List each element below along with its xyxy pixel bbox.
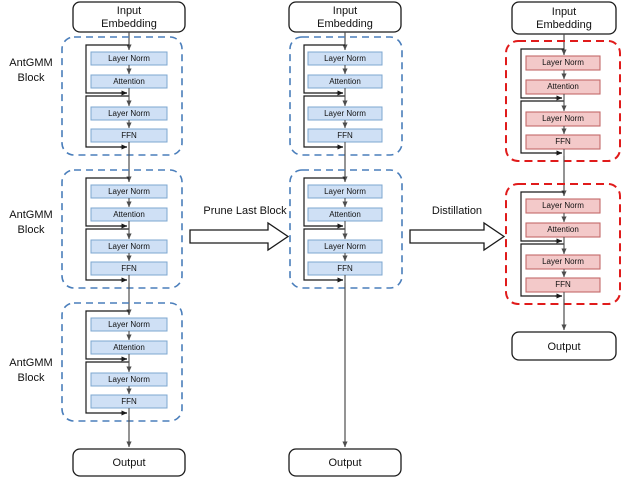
layer-norm-label: Layer Norm xyxy=(542,58,584,67)
layer-norm-label: Layer Norm xyxy=(108,54,150,63)
output-box-3: Output xyxy=(511,331,617,361)
layer-norm-label: Layer Norm xyxy=(324,242,366,251)
block-side-label-3-line1: AntGMM xyxy=(9,357,52,369)
layer-norm-label: Layer Norm xyxy=(542,201,584,210)
input-embedding-label-line2: Embedding xyxy=(536,19,592,31)
ffn-label: FFN xyxy=(121,131,137,140)
input-embedding-box-1: Input Embedding xyxy=(72,1,186,33)
block-side-label-1-line2: Block xyxy=(18,72,45,84)
layer-norm-label: Layer Norm xyxy=(324,187,366,196)
output-label: Output xyxy=(112,457,145,469)
column-original-model: Input Embedding Layer Norm Attention Lay… xyxy=(9,1,186,477)
layer-norm-label: Layer Norm xyxy=(324,54,366,63)
transition-prune: Prune Last Block xyxy=(189,205,290,252)
input-embedding-label-line1: Input xyxy=(117,5,141,17)
block-arrow-right-icon xyxy=(189,221,290,252)
output-box-2: Output xyxy=(288,448,402,477)
block-side-label-1-line1: AntGMM xyxy=(9,57,52,69)
attention-label: Attention xyxy=(329,77,361,86)
attention-label: Attention xyxy=(113,77,145,86)
transition-distillation: Distillation xyxy=(409,205,506,252)
layer-norm-box[interactable] xyxy=(525,198,601,214)
output-label: Output xyxy=(328,457,361,469)
prune-label: Prune Last Block xyxy=(203,205,287,217)
antgmm-block-2[interactable]: Layer Norm Attention Layer Norm FFN xyxy=(61,169,183,289)
input-embedding-box-3: Input Embedding xyxy=(511,1,617,35)
distilled-block-2[interactable]: Layer Norm Attention Layer Norm FFN xyxy=(505,183,621,305)
output-label: Output xyxy=(547,341,580,353)
ffn-label: FFN xyxy=(121,397,137,406)
antgmm-block-2[interactable]: Layer Norm Attention Layer Norm FFN xyxy=(289,169,403,289)
layer-norm-label: Layer Norm xyxy=(108,320,150,329)
layer-norm-box[interactable] xyxy=(525,111,601,127)
ffn-label: FFN xyxy=(555,280,571,289)
layer-norm-label: Layer Norm xyxy=(324,109,366,118)
ffn-label: FFN xyxy=(121,264,137,273)
ffn-box[interactable] xyxy=(525,277,601,293)
attention-box[interactable] xyxy=(525,222,601,238)
ffn-label: FFN xyxy=(337,131,353,140)
layer-norm-box[interactable] xyxy=(525,55,601,71)
antgmm-block-3[interactable]: Layer Norm Attention Layer Norm FFN xyxy=(61,302,183,422)
layer-norm-label: Layer Norm xyxy=(108,375,150,384)
column-distilled-model: Input Embedding Layer Norm Attention Lay… xyxy=(505,1,621,361)
distilled-block-1[interactable]: Layer Norm Attention Layer Norm FFN xyxy=(505,40,621,162)
ffn-label: FFN xyxy=(337,264,353,273)
antgmm-block-1[interactable]: Layer Norm Attention Layer Norm FFN xyxy=(61,36,183,156)
output-box-1: Output xyxy=(72,448,186,477)
layer-norm-label: Layer Norm xyxy=(542,114,584,123)
block-side-label-2-line2: Block xyxy=(18,224,45,236)
layer-norm-label: Layer Norm xyxy=(542,257,584,266)
layer-norm-label: Layer Norm xyxy=(108,109,150,118)
attention-label: Attention xyxy=(547,225,579,234)
input-embedding-label-line2: Embedding xyxy=(317,18,373,30)
distillation-label: Distillation xyxy=(432,205,482,217)
ffn-box[interactable] xyxy=(525,134,601,150)
block-arrow-right-icon xyxy=(409,221,506,252)
layer-norm-box[interactable] xyxy=(525,254,601,270)
block-side-label-2-line1: AntGMM xyxy=(9,209,52,221)
antgmm-block-1[interactable]: Layer Norm Attention Layer Norm FFN xyxy=(289,36,403,156)
input-embedding-box-2: Input Embedding xyxy=(288,1,402,33)
column-pruned-model: Input Embedding Layer Norm Attention Lay… xyxy=(288,1,403,477)
block-side-label-3-line2: Block xyxy=(18,372,45,384)
input-embedding-label-line1: Input xyxy=(333,5,357,17)
attention-label: Attention xyxy=(113,343,145,352)
layer-norm-label: Layer Norm xyxy=(108,242,150,251)
attention-label: Attention xyxy=(329,210,361,219)
ffn-label: FFN xyxy=(555,137,571,146)
attention-label: Attention xyxy=(547,82,579,91)
attention-box[interactable] xyxy=(525,79,601,95)
attention-label: Attention xyxy=(113,210,145,219)
input-embedding-label-line1: Input xyxy=(552,6,576,18)
input-embedding-label-line2: Embedding xyxy=(101,18,157,30)
layer-norm-label: Layer Norm xyxy=(108,187,150,196)
